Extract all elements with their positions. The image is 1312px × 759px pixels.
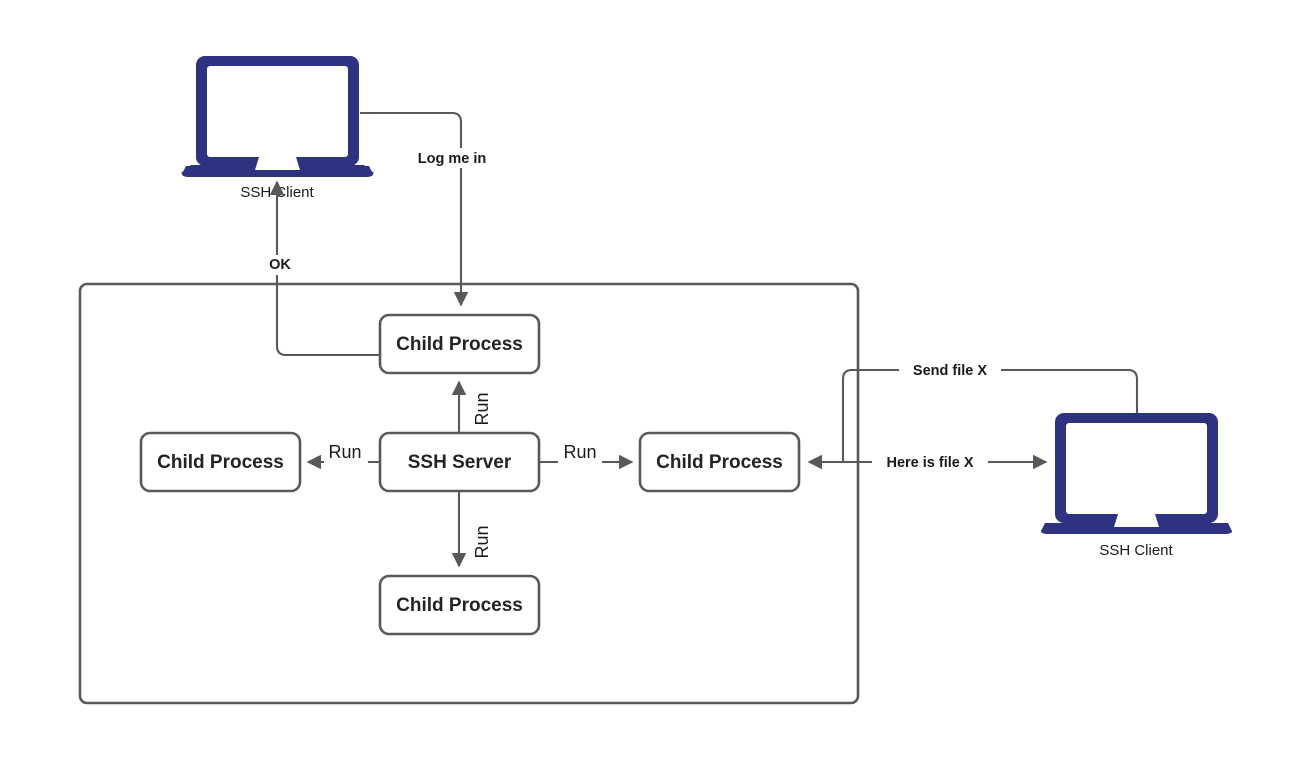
edge-label-run-left: Run	[328, 442, 361, 462]
edge-label-log-me-in: Log me in	[418, 151, 486, 167]
child-process-top-label: Child Process	[396, 334, 523, 355]
edge-label-run-top-group: Run	[472, 392, 492, 425]
label-bg-send-file-x	[899, 361, 1001, 380]
ssh-server-host-boundary	[78, 282, 860, 705]
edge-log-me-in	[360, 111, 469, 307]
edge-label-run-bottom: Run	[472, 525, 492, 558]
ssh-client-laptop-right: SSH Client	[1041, 413, 1232, 559]
edge-label-run-top: Run	[472, 392, 492, 425]
child-process-bottom-label: Child Process	[396, 595, 523, 616]
ssh-client-right-label: SSH Client	[1099, 542, 1173, 559]
edge-label-run-right: Run	[563, 442, 596, 462]
node-ssh-server[interactable]: SSH Server	[378, 431, 541, 493]
label-bg-here-is-file-x	[872, 453, 988, 472]
child-process-left-box[interactable]	[139, 431, 302, 493]
label-bg-run-right	[558, 442, 602, 464]
child-process-bottom-box[interactable]	[378, 574, 541, 636]
child-process-top-box[interactable]	[378, 313, 541, 375]
edge-ok	[269, 180, 380, 357]
ssh-server-label: SSH Server	[408, 452, 512, 473]
laptop-touchpad	[255, 157, 300, 170]
label-bg-ok	[262, 255, 296, 275]
node-child-process-top[interactable]: Child Process	[378, 313, 541, 375]
child-process-right-label: Child Process	[656, 452, 783, 473]
node-child-process-left[interactable]: Child Process	[139, 431, 302, 493]
child-process-right-box[interactable]	[638, 431, 801, 493]
laptop-screen-display	[1066, 423, 1207, 514]
ssh-client-laptop-top-left: SSH Client	[181, 56, 374, 201]
edge-label-run-bottom-group: Run	[472, 525, 492, 558]
laptop-touchpad	[1114, 514, 1159, 527]
node-child-process-right[interactable]: Child Process	[638, 431, 801, 493]
label-bg-log-me-in	[411, 148, 493, 168]
node-child-process-bottom[interactable]: Child Process	[378, 574, 541, 636]
ssh-server-box[interactable]	[378, 431, 541, 493]
edge-label-ok: OK	[269, 257, 291, 273]
laptop-screen-display	[207, 66, 348, 157]
laptop-base-fill	[182, 166, 373, 177]
label-bg-run-left	[324, 442, 368, 464]
edge-label-here-is-file-x: Here is file X	[886, 455, 973, 471]
edge-label-send-file-x: Send file X	[913, 363, 987, 379]
child-process-left-label: Child Process	[157, 452, 284, 473]
laptop-base	[1041, 523, 1232, 534]
